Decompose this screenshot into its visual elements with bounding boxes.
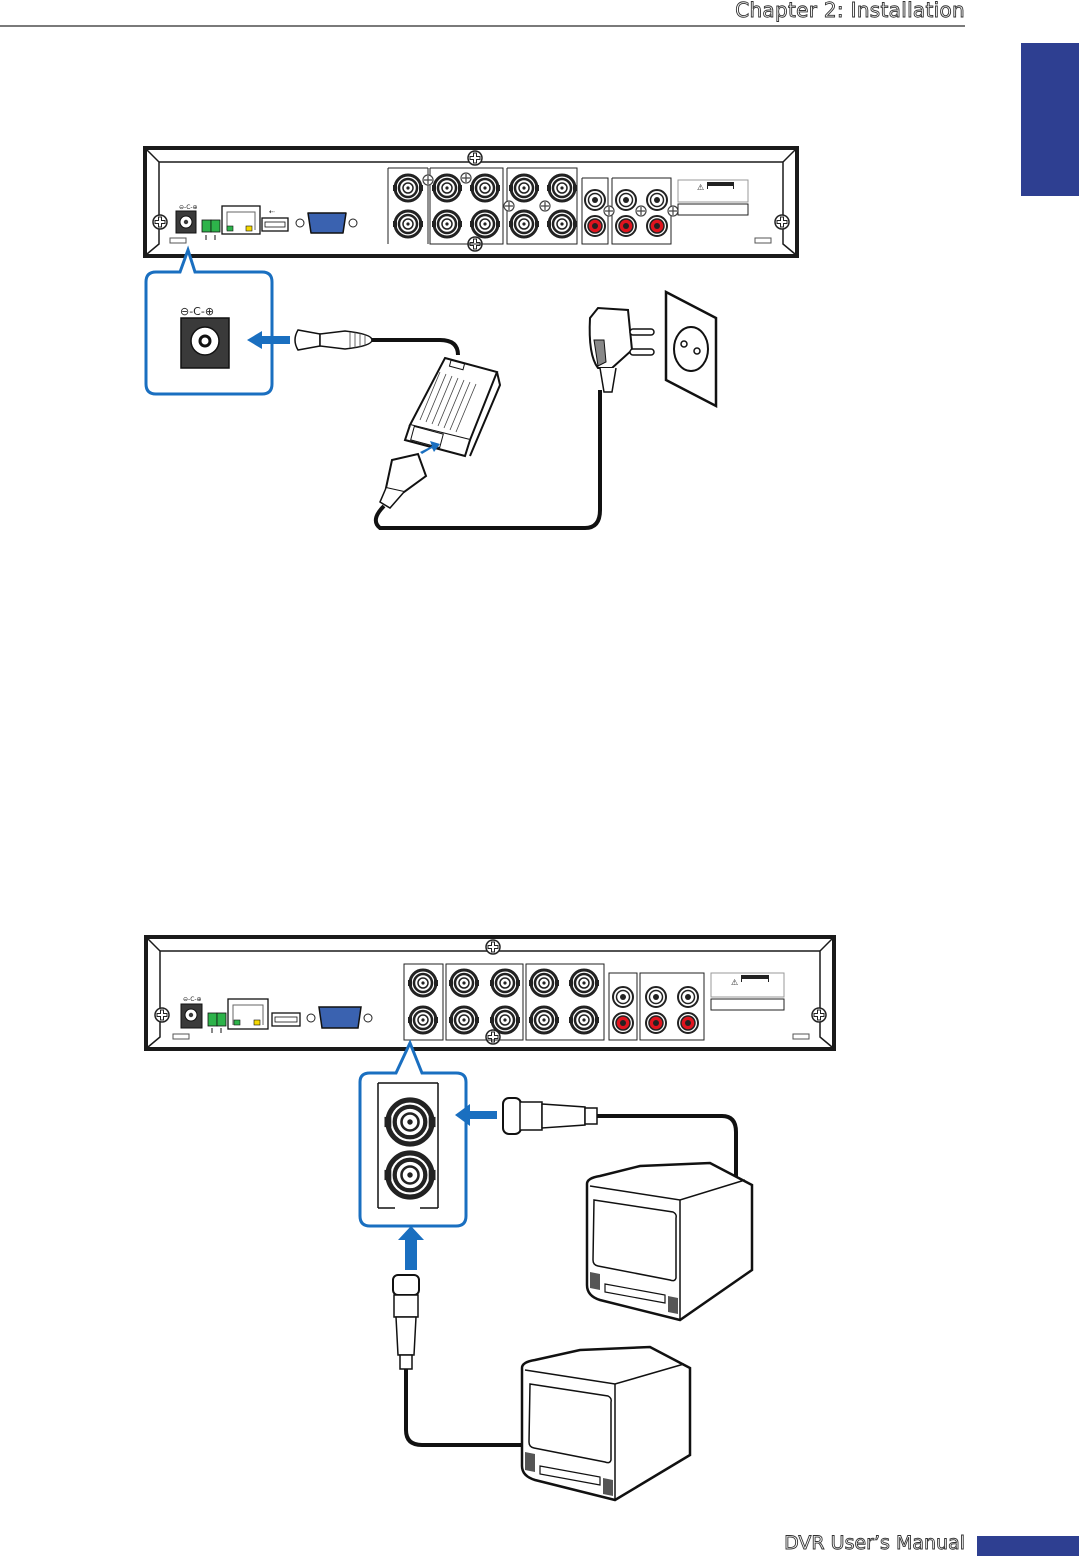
monitor-2: [520, 1345, 692, 1502]
ethernet-port: [221, 205, 261, 235]
side-tab-fill: [1021, 43, 1079, 196]
svg-text:⚠: ⚠: [697, 183, 704, 192]
insert-arrow-icon: [247, 331, 290, 349]
usb-port: [271, 1012, 301, 1027]
insert-arrow-icon: [455, 1104, 497, 1126]
chapter-side-tab: [1021, 43, 1079, 196]
footer-page-tab: [977, 1536, 1079, 1556]
rca-audio-ports: [608, 972, 705, 1041]
svg-text:⊖-C-⊕: ⊖-C-⊕: [180, 305, 214, 318]
chapter-title: Chapter 2: Installation: [735, 0, 965, 22]
ethernet-port: [227, 998, 269, 1030]
alarm-terminal-block: [207, 1012, 227, 1033]
figure-video-output-connection: ⊖-C-⊕: [144, 935, 836, 1502]
dvr-rear-panel: ⊖-C-⊕ ⇠: [143, 146, 799, 258]
rca-audio-ports: [581, 177, 679, 245]
bnc-connector-right: [502, 1097, 738, 1178]
chassis-screw: [774, 214, 790, 230]
chassis-screw: [152, 214, 168, 230]
dc-power-jack: ⊖-C-⊕: [180, 996, 203, 1029]
svg-text:⊖-C-⊕: ⊖-C-⊕: [179, 204, 198, 211]
dvr-rear-panel: ⊖-C-⊕: [144, 935, 836, 1051]
svg-text:⚠: ⚠: [731, 978, 738, 987]
dc-power-jack: ⊖-C-⊕: [175, 204, 198, 234]
rating-label: ⚠: [677, 179, 749, 216]
footer-tab-fill: [977, 1536, 1079, 1556]
manual-title: DVR User’s Manual: [784, 1532, 966, 1555]
alarm-terminal-block: [201, 219, 221, 240]
ac-cord: [373, 390, 602, 530]
dc-plug: [294, 329, 460, 356]
vga-port: [306, 1006, 373, 1029]
bnc-output-callout: [358, 1039, 497, 1270]
bnc-connector-bottom: [392, 1274, 522, 1447]
rating-label: ⚠: [710, 972, 785, 1011]
insert-arrow-icon: [398, 1226, 424, 1270]
svg-text:⇠: ⇠: [269, 208, 275, 216]
chassis-screw: [467, 150, 483, 166]
vga-port: [295, 212, 358, 234]
usb-port: ⇠: [261, 208, 289, 232]
bnc-video-ports: [387, 167, 579, 245]
monitor-1: [585, 1161, 754, 1322]
bnc-video-ports: [403, 963, 605, 1041]
svg-text:⊖-C-⊕: ⊖-C-⊕: [183, 996, 202, 1003]
dc-power-jack-callout: ⊖-C-⊕: [144, 245, 290, 396]
figure-power-connection: ⊖-C-⊕ ⇠: [143, 146, 799, 530]
power-adapter: [403, 356, 502, 458]
header-rule: [0, 25, 965, 27]
wall-outlet: [664, 289, 718, 409]
wall-plug: [588, 306, 655, 393]
